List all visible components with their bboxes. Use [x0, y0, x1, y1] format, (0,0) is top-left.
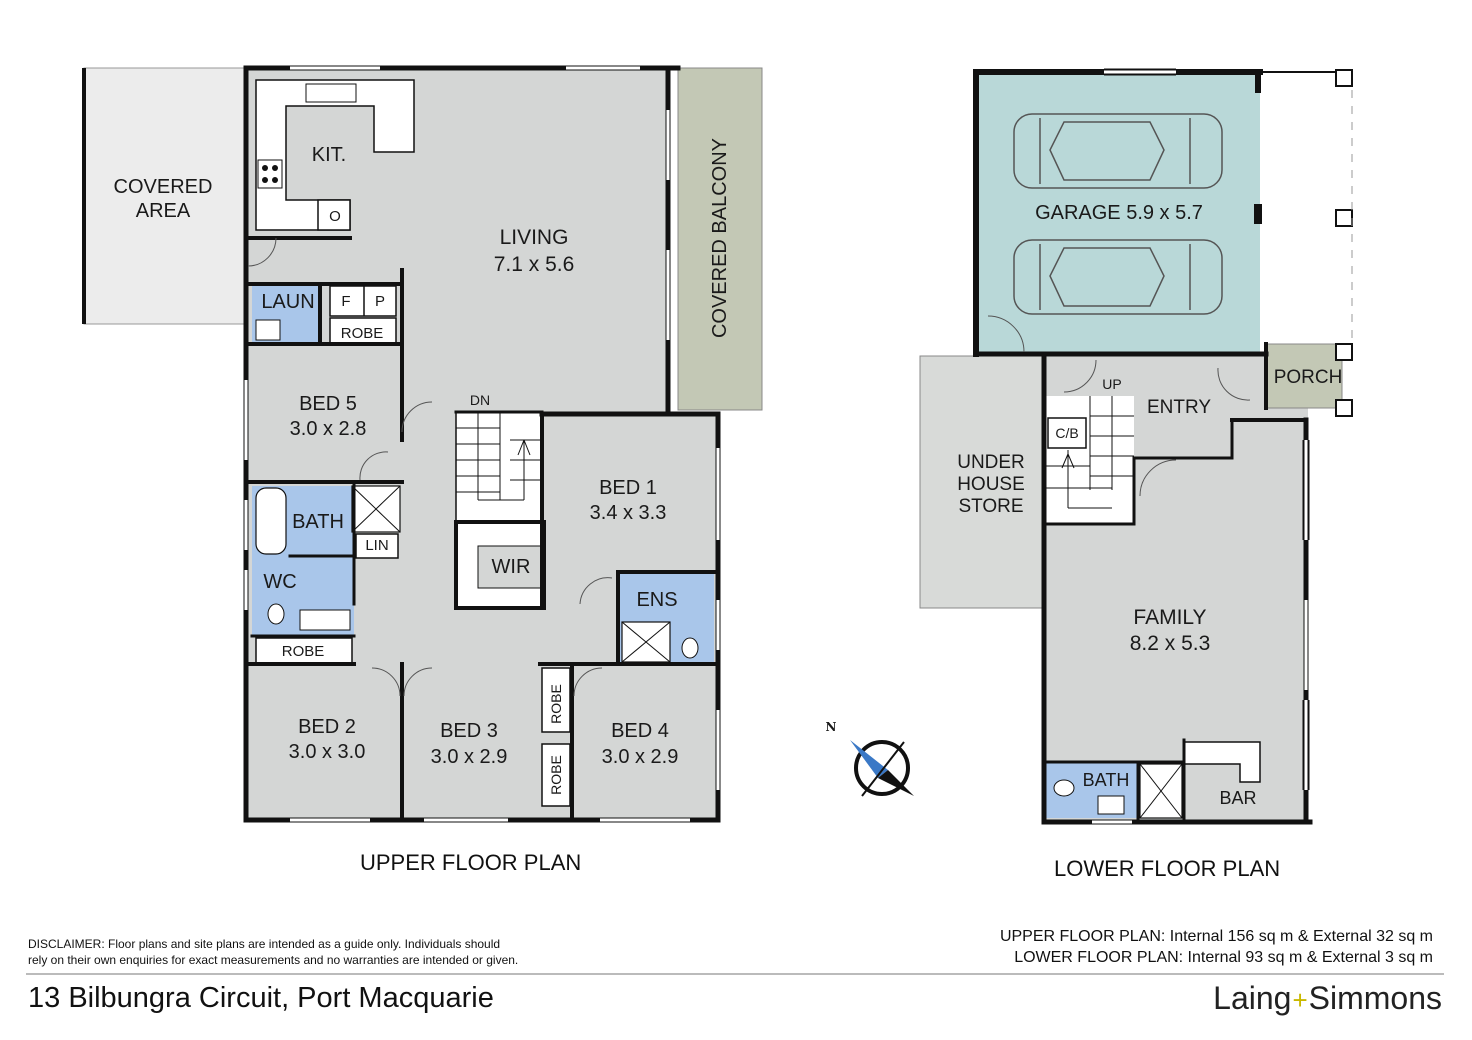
bath-label: BATH [292, 511, 344, 533]
garage-label: GARAGE 5.9 x 5.7 [1035, 202, 1203, 224]
living-label: LIVING [500, 226, 569, 249]
upper-floor-title: UPPER FLOOR PLAN [360, 850, 582, 875]
cooktop [257, 159, 283, 189]
bed5-size: 3.0 x 2.8 [290, 418, 367, 440]
bed3-label: BED 3 [440, 720, 498, 742]
bed1-label: BED 1 [599, 477, 657, 499]
ensuite-label: ENS [636, 589, 677, 611]
plus-icon: + [1292, 985, 1308, 1015]
car-bottom [1013, 239, 1223, 315]
bed3-size: 3.0 x 2.9 [431, 746, 508, 768]
disclaimer-line-1: DISCLAIMER: Floor plans and site plans a… [28, 937, 501, 951]
upper-floor-plan [82, 65, 763, 823]
linen-cupboard [355, 533, 399, 559]
bar-label: BAR [1219, 788, 1256, 808]
robe-bed4 [541, 743, 571, 807]
bed5-label: BED 5 [299, 393, 357, 415]
lower-shower [1139, 763, 1183, 819]
disclaimer-line-2: rely on their own enquiries for exact me… [28, 953, 519, 967]
upper-shower [351, 485, 401, 533]
laundry-label: LAUN [261, 291, 314, 313]
bathtub [255, 487, 287, 555]
entry-label: ENTRY [1147, 397, 1211, 418]
north-label: N [826, 720, 837, 734]
linen-label: LIN [365, 537, 388, 554]
stairs-down-label: DN [470, 392, 490, 408]
covered-area-room [83, 67, 247, 325]
garage-door-posts [1260, 69, 1353, 417]
lower-floor-title: LOWER FLOOR PLAN [1054, 856, 1281, 881]
laundry-tub [255, 319, 281, 341]
bed4-size: 3.0 x 2.9 [602, 746, 679, 768]
ensuite-shower [621, 621, 671, 663]
oven [317, 199, 351, 231]
brand-name-left: Laing [1213, 980, 1292, 1016]
stair-well [455, 411, 543, 523]
lower-floor-plan [919, 68, 1353, 825]
wc-label: WC [263, 571, 296, 593]
coat-cupboard [1047, 417, 1087, 449]
robe-bed2-label: ROBE [282, 643, 325, 660]
family-label: FAMILY [1133, 606, 1206, 629]
porch-room [1265, 343, 1343, 409]
bed4-label: BED 4 [611, 720, 669, 742]
car-top [1013, 113, 1223, 189]
wc-toilet [267, 603, 285, 625]
bath-vanity [299, 609, 351, 631]
robe-b-label: ROBE [548, 755, 564, 795]
wir-label: WIR [492, 556, 531, 578]
store-label-1: UNDER [957, 452, 1025, 473]
kitchen-label: KIT. [312, 144, 346, 166]
family-size: 8.2 x 5.3 [1130, 632, 1211, 655]
sink [305, 83, 357, 103]
pantry-label: P [375, 293, 385, 310]
covered-area-label: COVERED [114, 176, 213, 198]
under-house-store-room [919, 355, 1045, 609]
fridge-space [329, 285, 397, 317]
robe-laundry-label: ROBE [341, 325, 384, 342]
upper-area-summary: UPPER FLOOR PLAN: Internal 156 sq m & Ex… [999, 928, 1433, 945]
ensuite-toilet [681, 637, 699, 659]
brand-logo: Laing+Simmons [1213, 980, 1442, 1017]
compass-icon [850, 740, 914, 797]
garage-room [976, 72, 1260, 354]
bed1-size: 3.4 x 3.3 [590, 502, 667, 524]
brand-name-right: Simmons [1308, 980, 1442, 1016]
living-size: 7.1 x 5.6 [494, 253, 575, 276]
covered-area-label-2: AREA [136, 200, 191, 222]
balcony-label: COVERED BALCONY [709, 138, 731, 338]
property-address: 13 Bilbungra Circuit, Port Macquarie [28, 982, 494, 1014]
stairs-up-label: UP [1102, 376, 1121, 392]
bed2-size: 3.0 x 3.0 [289, 741, 366, 763]
lower-area-summary: LOWER FLOOR PLAN: Internal 93 sq m & Ext… [1014, 949, 1433, 966]
store-label-3: STORE [958, 496, 1023, 517]
bed2-label: BED 2 [298, 716, 356, 738]
fridge-label: F [341, 293, 350, 310]
store-label-2: HOUSE [957, 474, 1025, 495]
porch-label: PORCH [1274, 367, 1343, 388]
covered-balcony-room [677, 67, 763, 411]
robe-bed3 [541, 667, 571, 733]
robe-bed2 [255, 637, 353, 665]
oven-label: O [329, 208, 341, 225]
robe-a-label: ROBE [548, 684, 564, 724]
lower-bath-label: BATH [1083, 770, 1130, 790]
coat-cupboard-label: C/B [1055, 425, 1078, 441]
